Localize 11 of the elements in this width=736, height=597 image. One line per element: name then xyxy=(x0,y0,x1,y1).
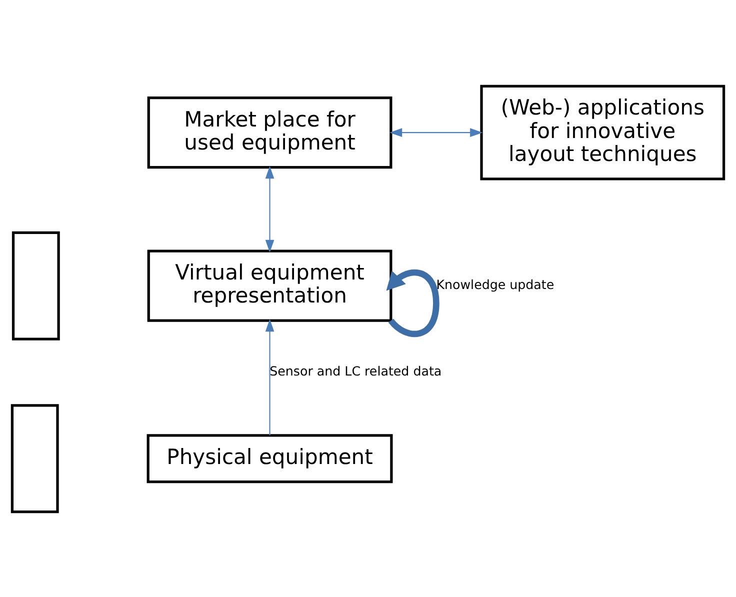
edge-label: Sensor and LC related data xyxy=(270,362,442,378)
node-box xyxy=(10,404,59,513)
node-box: (Web-) applications for innovative layout techniques xyxy=(480,84,726,180)
node-box: Market place for used equipment xyxy=(147,96,392,168)
arrow xyxy=(389,128,483,136)
node-box: Physical equipment xyxy=(146,434,393,483)
arrow xyxy=(265,318,274,435)
node-box: Virtual equipment representation xyxy=(147,249,392,322)
edge-label: Knowledge update xyxy=(436,276,554,292)
arrow xyxy=(265,165,274,252)
node-box xyxy=(12,230,60,340)
